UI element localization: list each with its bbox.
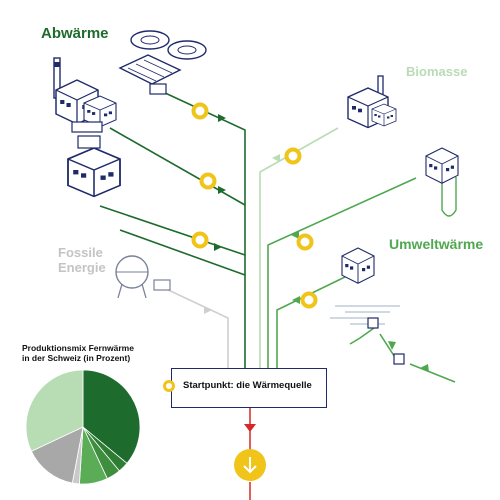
start-point-box [171,368,327,408]
ring-marker-icon [300,291,318,309]
production-title-line1: Produktionsmix Fernwärme [22,343,134,353]
pie-slice-0 [82,369,141,464]
production-title-line2: in der Schweiz (in Prozent) [22,353,131,363]
pie-slice-5 [30,426,84,484]
ring-marker-icon [199,172,217,190]
fossile-flow-line [163,287,229,372]
office-building-icon [67,135,121,198]
output-flow [234,408,266,500]
flow-direction-arrows [204,114,429,372]
water-lines [330,305,400,325]
ring-marker-icon [284,147,302,165]
lake-house-icon [341,247,405,365]
abwaerme-label: Abwärme [41,25,109,42]
abwaerme-flow-lines [99,91,246,372]
start-point-label: Startpunkt: die Wärmequelle [183,380,312,391]
biomasse-label: Biomasse [406,64,468,79]
fossile-label-line1: Fossile [58,245,103,260]
biomass-plant-icon [347,75,397,129]
start-marker-icon [163,380,175,392]
production-mix-title: Produktionsmix Fernwärme in der Schweiz … [22,343,134,363]
flow-markers [191,102,318,309]
ring-marker-icon [191,231,209,249]
fossile-label-line2: Energie [58,260,106,275]
ring-marker-icon [296,233,314,251]
umweltwaerme-flow-lines [267,177,457,383]
geothermal-house-icon [425,147,459,184]
gas-tank-icon [115,255,171,299]
umweltwaerme-label: Umweltwärme [389,236,484,252]
fossile-energie-label: Fossile Energie [58,245,106,275]
ring-marker-icon [191,102,209,120]
abwaerme-factory-icon [53,57,117,133]
treatment-plant-icon [118,30,207,95]
production-mix-pie-chart [25,369,141,485]
pie-slice-6 [25,369,84,452]
biomasse-flow-line [259,127,339,372]
